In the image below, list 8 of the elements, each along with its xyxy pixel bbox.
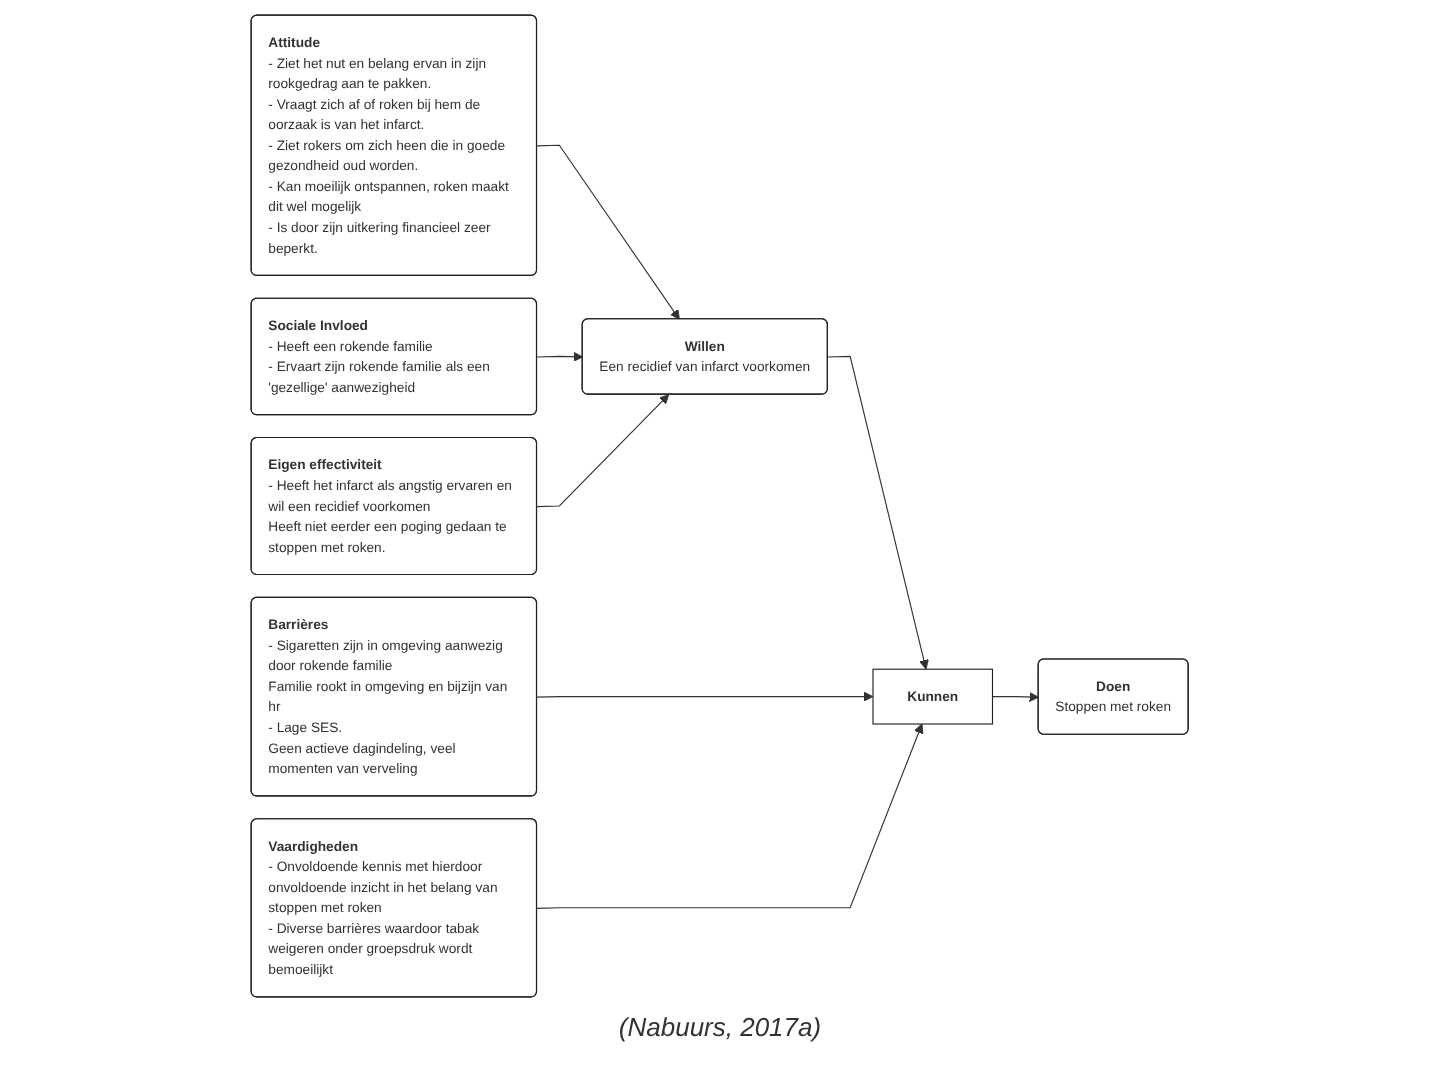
arrow <box>536 393 670 507</box>
arrow <box>992 690 1040 701</box>
arrow <box>827 354 930 669</box>
arrow <box>536 690 874 701</box>
caption: (Nabuurs, 2017a) <box>618 1012 822 1042</box>
arrow <box>536 722 924 908</box>
arrow <box>536 350 584 361</box>
arrow <box>536 143 681 319</box>
